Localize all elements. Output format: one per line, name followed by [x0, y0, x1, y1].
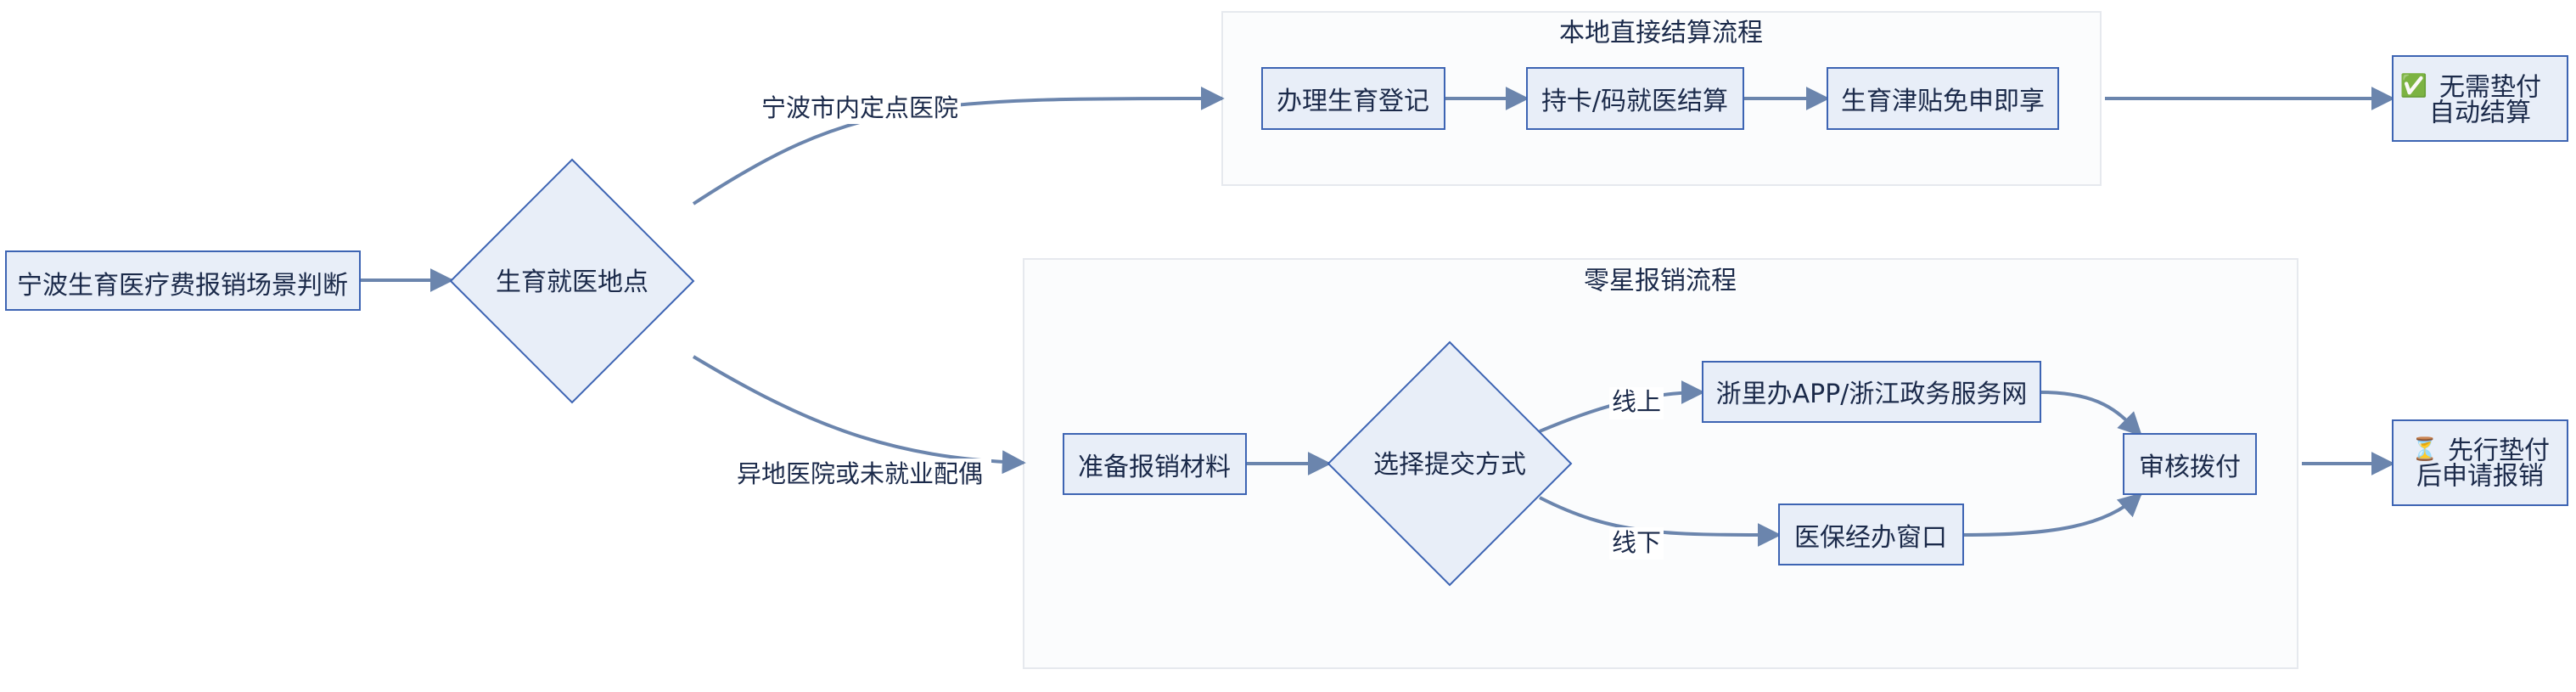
node-card-settle-box	[1526, 67, 1744, 130]
edge-label-offline: 线下	[1612, 528, 1661, 557]
edge-labels: 宁波市内定点医院 异地医院或未就业配偶 线上 线下	[735, 92, 1664, 560]
node-register[interactable]: 办理生育登记	[1261, 67, 1445, 130]
node-result-auto[interactable]: ✅ 无需垫付 自动结算	[2392, 55, 2568, 142]
node-online-portal[interactable]: 浙里办APP/浙江政务服务网	[1702, 361, 2041, 423]
edge-label-bg-other	[735, 459, 991, 491]
edge-label-ningbo-hospital: 宁波市内定点医院	[761, 93, 958, 122]
edge-label-bg-offline	[1609, 527, 1664, 560]
node-offline-window-label: 医保经办窗口	[1794, 523, 1947, 553]
edge-offline-to-review	[1962, 492, 2143, 537]
node-allowance-box	[1827, 67, 2059, 130]
node-online-portal-box	[1702, 361, 2041, 423]
cluster-sporadic-title: 零星报销流程	[1584, 267, 1737, 296]
node-decision-location-label: 生育就医地点	[496, 267, 648, 297]
node-decision-submit-diamond	[1327, 340, 1573, 587]
node-allowance-label: 生育津贴免申即享	[1841, 87, 2045, 116]
node-start-label: 宁波生育医疗费报销场景判断	[17, 271, 348, 301]
node-start[interactable]: 宁波生育医疗费报销场景判断	[5, 250, 361, 311]
node-decision-submit-label: 选择提交方式	[1373, 450, 1526, 480]
node-online-portal-label: 浙里办APP/浙江政务服务网	[1716, 380, 2028, 409]
edge-location-to-sporadic	[692, 355, 1026, 475]
node-card-settle[interactable]: 持卡/码就医结算	[1526, 67, 1744, 130]
node-card-settle-label: 持卡/码就医结算	[1541, 87, 1728, 116]
hourglass-icon: ⏳	[2411, 436, 2439, 463]
node-review-label: 审核拨付	[2139, 453, 2241, 482]
node-decision-submit[interactable]: 选择提交方式	[1327, 340, 1573, 587]
node-decision-location[interactable]: 生育就医地点	[449, 158, 695, 404]
edge-label-bg-ningbo	[740, 92, 961, 124]
node-offline-window-box	[1778, 504, 1964, 565]
node-offline-window[interactable]: 医保经办窗口	[1778, 504, 1964, 565]
node-result-reimburse-line2: 后申请报销	[2416, 462, 2544, 492]
node-result-reimburse-box	[2392, 419, 2568, 506]
edge-label-bg-online	[1609, 387, 1664, 419]
node-start-box	[5, 250, 361, 311]
node-decision-location-diamond	[449, 158, 695, 404]
node-result-auto-line2: 自动结算	[2429, 98, 2531, 128]
node-result-auto-line1: 无需垫付	[2439, 73, 2541, 103]
check-mark-icon: ✅	[2400, 73, 2427, 99]
cluster-direct-title: 本地直接结算流程	[1559, 19, 1763, 48]
nodes: 宁波生育医疗费报销场景判断 生育就医地点 办理生育登记 持卡/码就医结算 生育津…	[5, 55, 2568, 587]
node-register-label: 办理生育登记	[1277, 87, 1429, 116]
edge-online-to-review	[2040, 391, 2142, 436]
node-prepare-box	[1063, 433, 1247, 495]
edge-label-other-hospital: 异地医院或未就业配偶	[737, 459, 983, 488]
edge-label-online: 线上	[1612, 387, 1661, 416]
node-prepare[interactable]: 准备报销材料	[1063, 433, 1247, 495]
node-result-reimburse[interactable]: ⏳ 先行垫付 后申请报销	[2392, 419, 2568, 506]
node-prepare-label: 准备报销材料	[1078, 453, 1231, 482]
node-result-reimburse-line1: 先行垫付	[2448, 436, 2550, 466]
node-register-box	[1261, 67, 1445, 130]
node-result-auto-box	[2392, 55, 2568, 142]
node-review[interactable]: 审核拨付	[2123, 433, 2257, 495]
node-allowance[interactable]: 生育津贴免申即享	[1827, 67, 2059, 130]
node-review-box	[2123, 433, 2257, 495]
